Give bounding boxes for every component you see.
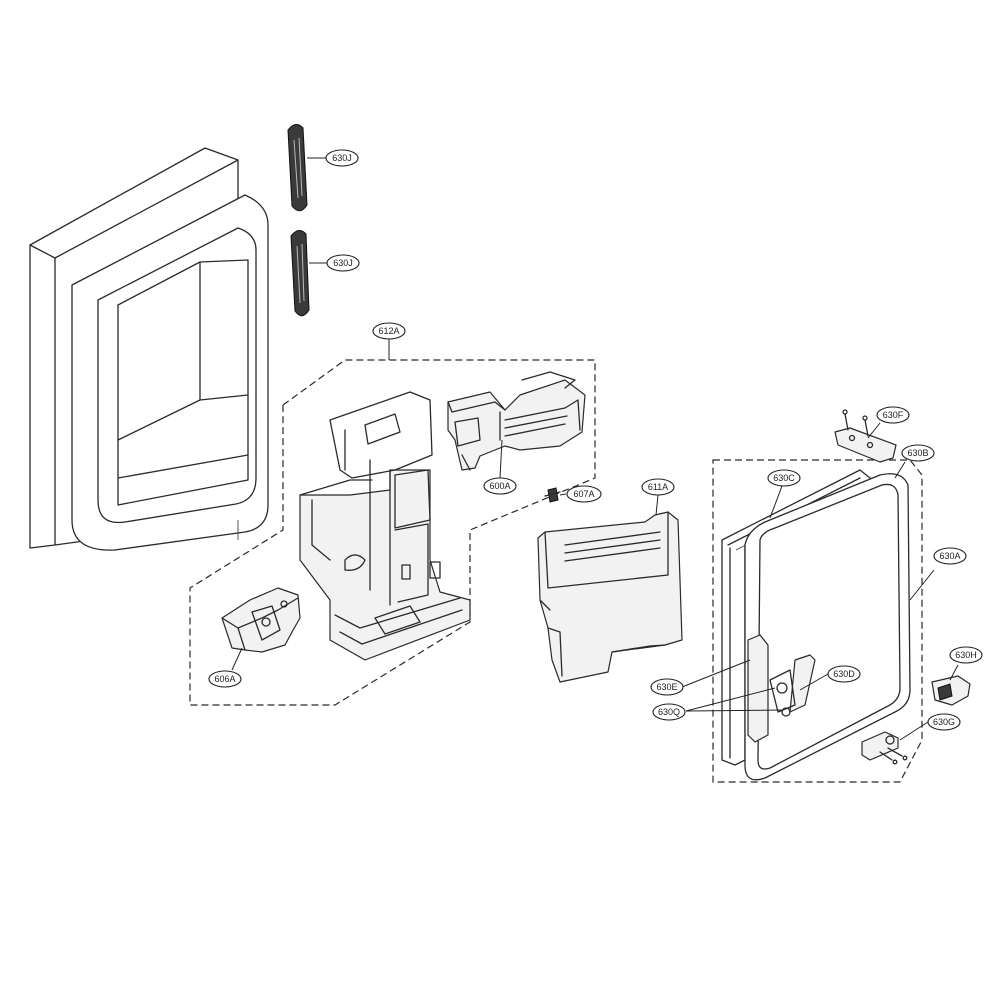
callout-630d: 630D bbox=[827, 665, 861, 683]
callout-630b: 630B bbox=[901, 444, 935, 462]
callout-606a: 606A bbox=[208, 670, 242, 688]
trim-strip-630j-lower bbox=[290, 230, 310, 317]
callout-630q: 630Q bbox=[652, 703, 686, 721]
lower-hinge bbox=[861, 731, 908, 765]
callout-607a: 607A bbox=[566, 485, 602, 503]
upper-hinge bbox=[834, 409, 897, 463]
part-number-label: 606A bbox=[214, 674, 235, 684]
callout-630h: 630H bbox=[949, 646, 983, 664]
part-number-label: 630Q bbox=[658, 707, 680, 717]
callout-630j-lower: 630J bbox=[326, 254, 360, 272]
callout-612a: 612A bbox=[372, 322, 406, 340]
callout-630f: 630F bbox=[876, 406, 910, 424]
part-number-label: 607A bbox=[573, 489, 594, 499]
screw bbox=[544, 487, 561, 503]
part-number-label: 630J bbox=[333, 258, 353, 268]
part-number-label: 612A bbox=[378, 326, 399, 336]
door-latch bbox=[747, 634, 816, 743]
dispenser-bracket bbox=[221, 587, 301, 653]
part-number-label: 630E bbox=[656, 682, 677, 692]
assembly-boundary-630b bbox=[712, 459, 923, 783]
part-number-label: 630H bbox=[955, 650, 977, 660]
assembly-boundary-612a bbox=[189, 359, 596, 706]
callout-630a: 630A bbox=[933, 547, 967, 565]
part-number-label: 630D bbox=[833, 669, 855, 679]
part-number-label: 630F bbox=[883, 410, 904, 420]
part-number-label: 611A bbox=[648, 482, 668, 492]
part-number-label: 600A bbox=[489, 481, 510, 491]
ice-maker bbox=[447, 371, 586, 471]
callout-630e: 630E bbox=[650, 678, 684, 696]
dispenser-housing bbox=[299, 391, 471, 661]
part-number-label: 630G bbox=[933, 717, 955, 727]
trim-strip-630j-upper bbox=[287, 124, 308, 212]
part-number-label: 630C bbox=[773, 473, 795, 483]
callout-630j-upper: 630J bbox=[325, 149, 359, 167]
callout-611a: 611A bbox=[641, 478, 675, 496]
leader-lines bbox=[231, 157, 959, 741]
dispenser-cover bbox=[537, 511, 683, 683]
ice-compartment-door bbox=[744, 473, 911, 781]
callout-630c: 630C bbox=[767, 469, 801, 487]
part-number-label: 630B bbox=[907, 448, 928, 458]
refrigerator-door bbox=[29, 147, 269, 551]
callout-630g: 630G bbox=[927, 713, 961, 731]
hinge-cap bbox=[931, 675, 971, 706]
callout-600a: 600A bbox=[483, 477, 517, 495]
part-number-label: 630J bbox=[332, 153, 352, 163]
part-number-label: 630A bbox=[939, 551, 960, 561]
